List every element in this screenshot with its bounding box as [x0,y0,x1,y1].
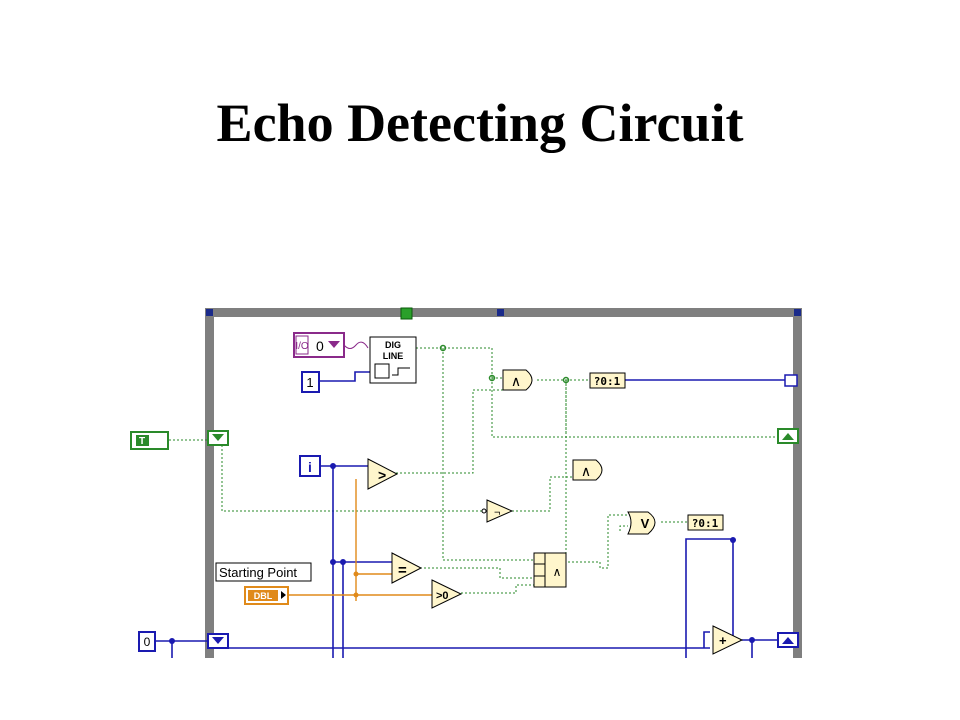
chevron-down-icon [328,341,340,348]
io-selector-value: 0 [316,338,324,354]
svg-text:∧: ∧ [581,463,591,479]
svg-text:0: 0 [144,635,151,649]
iteration-terminal: i [299,455,321,477]
svg-text:V: V [641,516,650,531]
equal-node[interactable]: = [391,552,423,584]
svg-text:1: 1 [306,375,313,390]
svg-text:>: > [378,467,386,483]
integer-wires [155,371,785,658]
compound-and-node[interactable]: ∧ [533,552,567,588]
svg-text:I/O: I/O [295,341,309,352]
svg-text:∧: ∧ [553,565,562,579]
not-node[interactable]: ¬ [481,499,514,523]
starting-point-label: Starting Point [219,565,297,580]
svg-text:DBL: DBL [254,591,273,601]
select-node-top[interactable]: ?0:1 [589,372,626,389]
svg-text:?0:1: ?0:1 [692,517,719,530]
io-resource-control[interactable]: I/O 0 [293,332,369,358]
svg-text:∧: ∧ [511,373,521,389]
greater-than-zero-node[interactable]: >0 [431,579,463,609]
shift-register-left-int [207,633,229,649]
constant-zero[interactable]: 0 [138,631,156,652]
boolean-true-constant[interactable]: T [130,431,169,450]
svg-text:T: T [139,436,145,447]
dig-line-node[interactable]: DIG LINE [369,336,417,384]
svg-text:+: + [719,633,727,648]
starting-point-control[interactable]: Starting Point DBL [215,562,312,605]
and-node-top[interactable]: ∧ [502,369,533,391]
svg-text:?0:1: ?0:1 [594,375,621,388]
bool-junctions [439,344,570,384]
constant-one[interactable]: 1 [301,371,320,393]
greater-than-node[interactable]: > [367,458,399,490]
or-node[interactable]: V [627,511,656,535]
svg-text:¬: ¬ [494,507,500,519]
select-node-right[interactable]: ?0:1 [687,514,724,531]
shift-register-right-int [777,632,799,648]
and-node-middle[interactable]: ∧ [572,459,603,481]
dig-line-label-2: LINE [383,351,404,361]
shift-register-right-bool [777,428,799,444]
while-loop-frame [205,307,802,658]
slide-title: Echo Detecting Circuit [216,93,744,153]
add-node[interactable]: + [712,625,744,655]
dig-line-label-1: DIG [385,340,401,350]
wire-junctions [169,463,755,644]
double-wires [288,479,432,601]
shift-register-left-bool [207,430,229,446]
svg-text:=: = [398,562,407,579]
output-tunnel [784,374,798,387]
svg-text:>0: >0 [436,590,449,602]
svg-text:i: i [308,459,312,475]
